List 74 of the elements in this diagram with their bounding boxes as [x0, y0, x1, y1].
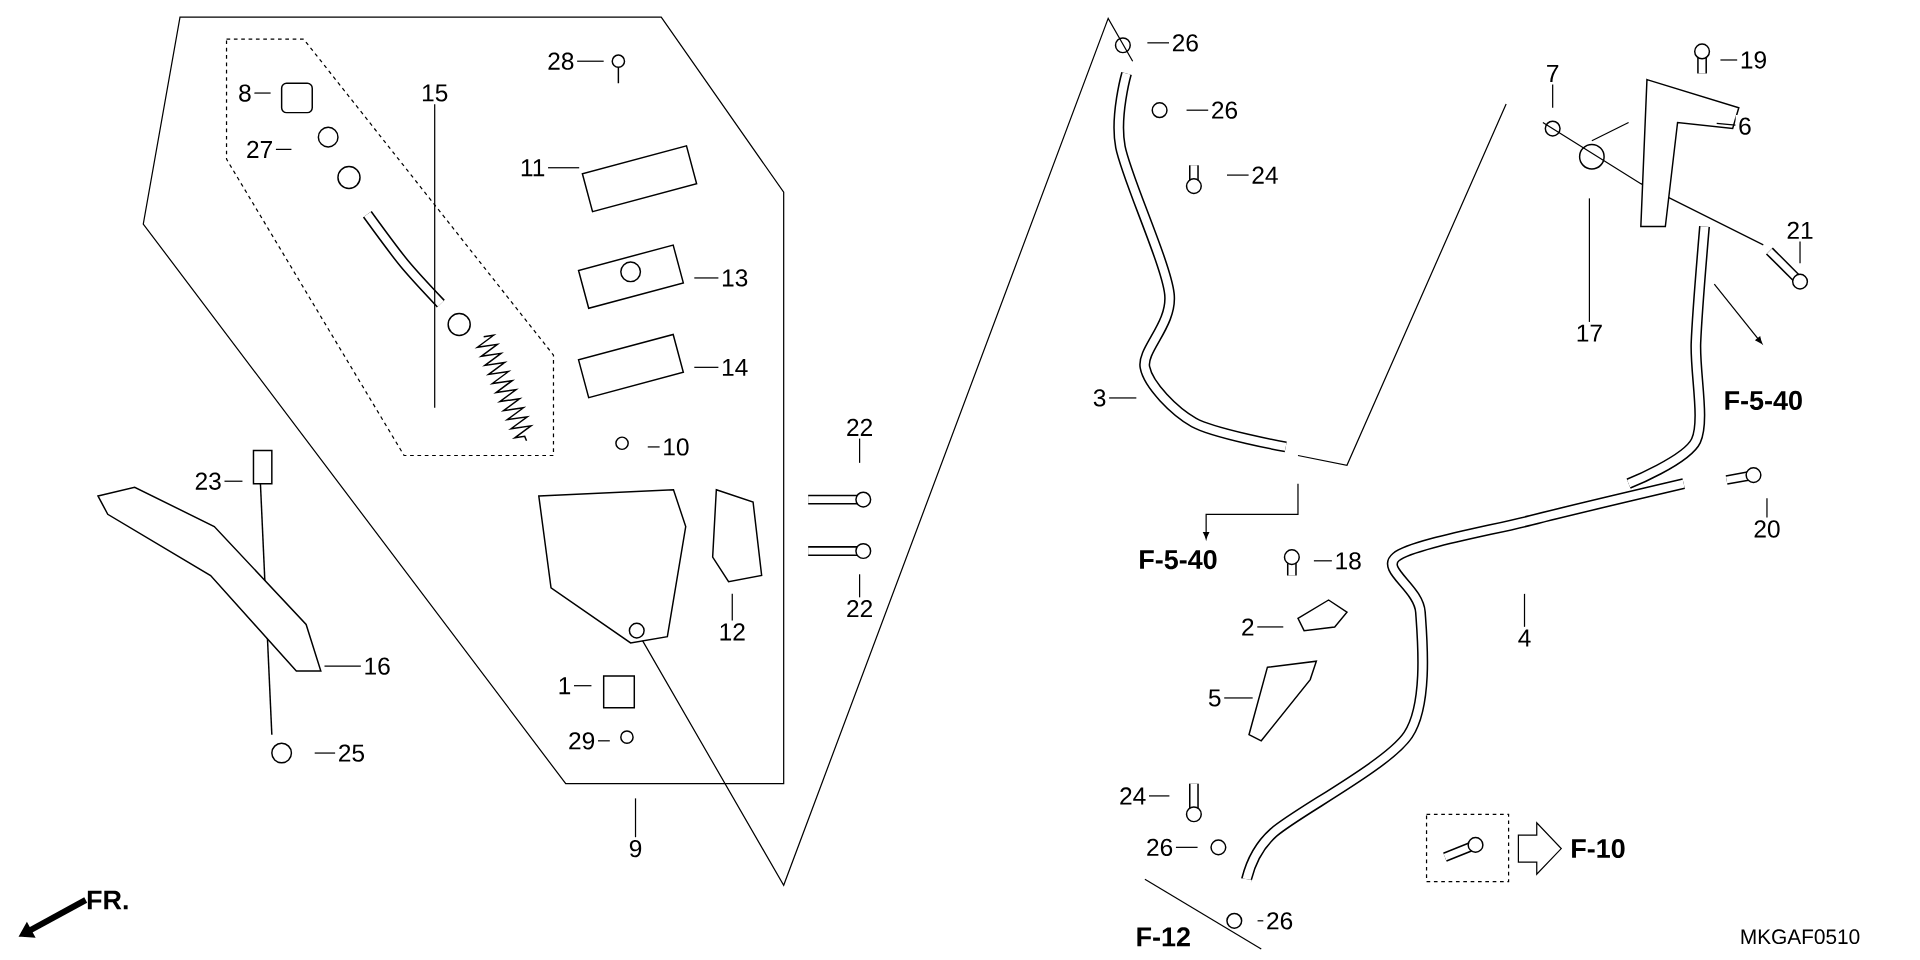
leader-line: [223, 480, 244, 482]
callout-number: 17: [1573, 322, 1606, 344]
leader-line: [1108, 397, 1137, 399]
callout-number: 22: [843, 416, 876, 439]
callout-number: 14: [718, 356, 751, 379]
leader-line: [1766, 497, 1768, 519]
leader-line: [314, 752, 336, 754]
callout-number: 21: [1783, 219, 1817, 242]
callout-number: 4: [1515, 627, 1534, 649]
callout-number: 16: [361, 655, 394, 678]
leader-line: [647, 446, 661, 448]
callout-number: 3: [1090, 386, 1109, 410]
callout-number: 27: [243, 138, 276, 161]
callout-number: 12: [716, 620, 749, 643]
leader-line: [1175, 846, 1199, 848]
callout-number: 26: [1169, 31, 1202, 54]
leader-line: [576, 60, 605, 62]
callout-number: 6: [1735, 115, 1755, 138]
callout-number: 26: [1263, 909, 1296, 932]
leader-line: [1799, 240, 1801, 264]
leader-line: [1523, 593, 1526, 628]
leader-line: [547, 167, 580, 169]
reference-label: MKGAF0510: [1741, 929, 1860, 945]
leader-line: [1588, 197, 1590, 323]
reference-label: F-12: [1137, 927, 1190, 947]
leader-line: [693, 277, 719, 279]
leader-line: [1256, 626, 1284, 628]
callout-number: 15: [418, 82, 451, 105]
reference-label: F-5-40: [1140, 550, 1217, 570]
reference-label: F-5-40: [1725, 390, 1802, 410]
leader-line: [859, 573, 861, 598]
callout-number: 8: [235, 81, 255, 105]
leader-line: [1552, 83, 1554, 109]
callout-number: 20: [1750, 517, 1784, 541]
leader-line: [323, 665, 362, 667]
leader-line: [1313, 560, 1333, 562]
callout-number: 10: [659, 435, 692, 459]
callout-number: 24: [1248, 164, 1281, 187]
leader-line: [1719, 59, 1738, 61]
leader-line: [1716, 122, 1737, 126]
callout-number: 26: [1143, 836, 1176, 859]
leader-line: [573, 685, 593, 687]
callout-number: 22: [843, 597, 876, 620]
callout-number: 29: [565, 729, 598, 752]
leader-line: [859, 437, 861, 464]
callout-number: 5: [1205, 686, 1224, 709]
leader-line: [1226, 174, 1250, 176]
leader-line: [731, 593, 733, 622]
callout-number: 26: [1208, 99, 1241, 122]
callout-number: 18: [1332, 549, 1365, 572]
leader-line: [1146, 42, 1170, 44]
callout-number: 25: [335, 741, 368, 765]
leader-line: [1148, 795, 1170, 797]
callout-number: 9: [626, 837, 645, 860]
callout-number: 7: [1543, 62, 1562, 85]
callout-number: 13: [718, 266, 751, 290]
leader-line: [253, 92, 272, 94]
reference-label: FR.: [87, 890, 128, 910]
leader-line: [634, 797, 637, 838]
leader-line: [1223, 697, 1254, 699]
reference-label: F-10: [1572, 839, 1625, 859]
callout-number: 24: [1116, 784, 1149, 807]
callout-number: 11: [517, 156, 548, 179]
leader-line: [1185, 109, 1209, 111]
leader-line: [275, 148, 293, 150]
callout-number: 1: [555, 674, 574, 697]
callout-number: 23: [192, 470, 225, 493]
leader-line: [693, 366, 719, 368]
leader-line: [597, 740, 611, 742]
leader-line: [434, 103, 436, 409]
callout-number: 19: [1737, 48, 1770, 72]
leader-line: [1256, 920, 1264, 922]
callout-number: 28: [544, 50, 577, 73]
callout-number: 2: [1238, 615, 1258, 638]
